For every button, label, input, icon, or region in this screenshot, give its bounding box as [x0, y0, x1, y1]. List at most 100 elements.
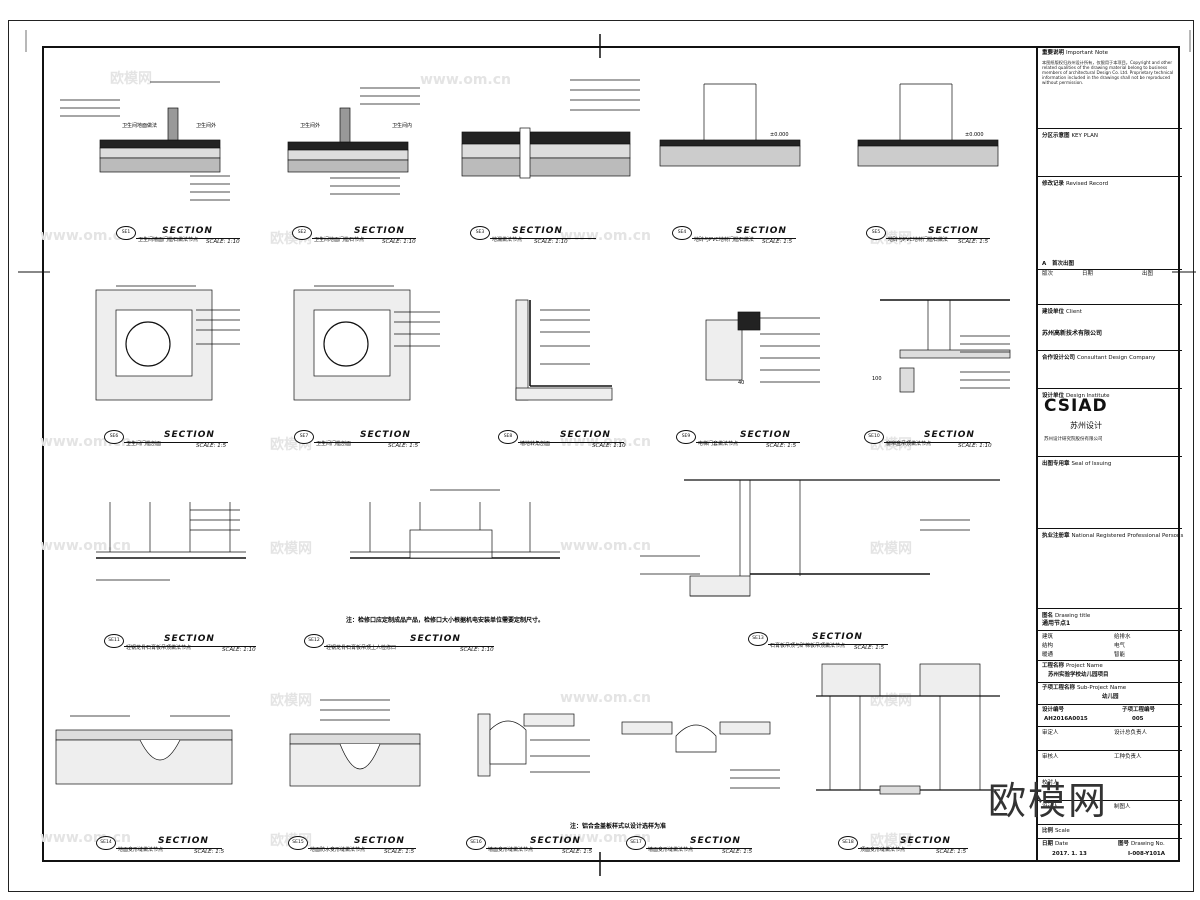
section-word: SECTION [812, 632, 863, 642]
se5-level: ±0.000 [965, 132, 984, 138]
sub-project-name: 幼儿园 [1102, 694, 1119, 700]
section-word: SECTION [928, 226, 979, 236]
section-scale: SCALE: 1:5 [384, 849, 415, 855]
section-number: SE18 [838, 836, 858, 850]
client-value: 苏州高新技术有限公司 [1042, 330, 1103, 337]
brand-watermark: 欧模网 [988, 779, 1109, 823]
logo-sub: 苏州设计研究院股份有限公司 [1044, 437, 1103, 442]
section-scale: SCALE: 1:5 [854, 645, 885, 651]
date-row: 日期 Date 2017. 1. 13 图号 Drawing No. I-008… [1038, 838, 1182, 862]
rev-no-label: 版次 [1042, 271, 1054, 277]
section-scale: SCALE: 1:5 [762, 239, 793, 245]
detail-se12 [350, 489, 560, 559]
note-access-panel: 注：检修口应定制成品产品，检修口大小根据机电安装单位需要定制尺寸。 [346, 616, 544, 624]
section-word: SECTION [410, 634, 461, 644]
drawing-no: I-008-Y101A [1128, 851, 1166, 857]
project-section: 工程名称 Project Name 苏州实验学校幼儿园项目 [1038, 660, 1182, 682]
section-word: SECTION [736, 226, 787, 236]
se1-label-left: 卫生间地面做法 [122, 122, 157, 129]
section-number: SE6 [104, 430, 124, 444]
title-block: 重要说明 Important Note 本图纸版权归苏州设计所有，仅限用于本项目… [1036, 46, 1183, 862]
seal-section: 出图专用章 Seal of Issuing [1038, 456, 1182, 528]
section-word: SECTION [164, 430, 215, 440]
section-word: SECTION [162, 226, 213, 236]
rev-date-label: 日期 [1082, 271, 1094, 277]
section-scale: SCALE: 1:10 [206, 239, 240, 245]
design-no-section: 设计编号 AH2016A0015 子项工程编号 005 [1038, 704, 1182, 726]
detail-se15 [289, 699, 421, 787]
engineer-section: 执业注册章 National Registered Professional P… [1038, 528, 1183, 608]
scale-row: 比例 Scale [1038, 824, 1182, 838]
section-name: 顶面变形缝做法节点 [860, 847, 906, 853]
section-word: SECTION [560, 430, 611, 440]
se10-dim: 100 [872, 376, 882, 382]
section-number: SE16 [466, 836, 486, 850]
detail-se9 [705, 311, 820, 383]
section-name: 卫生间地面门槛石节点 [314, 237, 365, 243]
date-value: 2017. 1. 13 [1052, 851, 1087, 857]
approval-row-3: 校对人 [1038, 776, 1182, 800]
section-name: 墙面变形缝做法节点 [648, 847, 694, 853]
section-word: SECTION [530, 836, 581, 846]
section-number: SE14 [96, 836, 116, 850]
key-plan-section: 分区示意图 KEY PLAN [1038, 128, 1182, 176]
important-note-text: 本图纸版权归苏州设计所有，仅限用于本项目。Copyright and other… [1042, 60, 1174, 85]
rev-issue-label: 出图 [1142, 271, 1154, 277]
section-word: SECTION [354, 226, 405, 236]
section-scale: SCALE: 1:5 [194, 849, 225, 855]
section-scale: SCALE: 1:5 [388, 443, 419, 449]
section-name: 卫生间墙面门槛石做法节点 [138, 237, 199, 243]
section-word: SECTION [740, 430, 791, 440]
se1-label-right: 卫生间外 [196, 122, 216, 129]
section-word: SECTION [164, 634, 215, 644]
section-number: SE10 [864, 430, 884, 444]
drawing-title-section: 图名 Drawing title 通用节点1 [1038, 608, 1182, 648]
detail-se3 [461, 79, 640, 179]
detail-se4 [659, 83, 801, 167]
section-number: SE2 [292, 226, 312, 240]
csiad-logo: CSIAD [1044, 396, 1108, 416]
section-word: SECTION [360, 430, 411, 440]
section-name: 卫生间门槛剖面 [316, 441, 352, 447]
section-name: 石膏板吊顶与矿棉板吊顶做法节点 [770, 643, 846, 649]
section-scale: SCALE: 1:10 [958, 443, 992, 449]
section-name: 地面变形缝做法节点 [118, 847, 164, 853]
detail-se11 [96, 502, 246, 581]
section-scale: SCALE: 1:5 [722, 849, 753, 855]
se2-label-left: 卫生间外 [300, 122, 320, 129]
discipline-section: 建筑 给排水 结构 电气 暖通 智能 [1038, 630, 1182, 660]
logo-cn: 苏州设计 [1070, 421, 1102, 430]
section-number: SE7 [294, 430, 314, 444]
section-scale: SCALE: 1:10 [460, 647, 494, 653]
detail-se7 [293, 285, 440, 401]
section-name: 墙面变形缝做法节点 [488, 847, 534, 853]
section-number: SE15 [288, 836, 308, 850]
section-number: SE3 [470, 226, 490, 240]
detail-se10 [880, 299, 1011, 393]
section-word: SECTION [900, 836, 951, 846]
section-scale: SCALE: 1:10 [222, 647, 256, 653]
section-scale: SCALE: 1:10 [534, 239, 568, 245]
section-number: SE4 [672, 226, 692, 240]
detail-se18 [816, 663, 1000, 795]
section-word: SECTION [924, 430, 975, 440]
detail-se13 [640, 479, 1000, 597]
section-name: 地砖与PVC地材门槛石做法 [694, 237, 754, 243]
section-name: 墙地转角剖面 [520, 441, 551, 447]
se9-dim: 40 [738, 380, 744, 386]
project-name: 苏州实验学校幼儿园项目 [1048, 672, 1109, 678]
section-number: SE5 [866, 226, 886, 240]
se4-level: ±0.000 [770, 132, 789, 138]
outer-border [8, 20, 1194, 892]
detail-se17 [621, 721, 780, 789]
detail-se2 [287, 87, 420, 195]
section-scale: SCALE: 1:10 [382, 239, 416, 245]
detail-se16 [477, 713, 590, 777]
job-no: 005 [1132, 716, 1144, 722]
section-scale: SCALE: 1:5 [196, 443, 227, 449]
important-note-label: 重要说明 Important Note [1042, 50, 1108, 56]
section-scale: SCALE: 1:5 [958, 239, 989, 245]
section-number: SE17 [626, 836, 646, 850]
